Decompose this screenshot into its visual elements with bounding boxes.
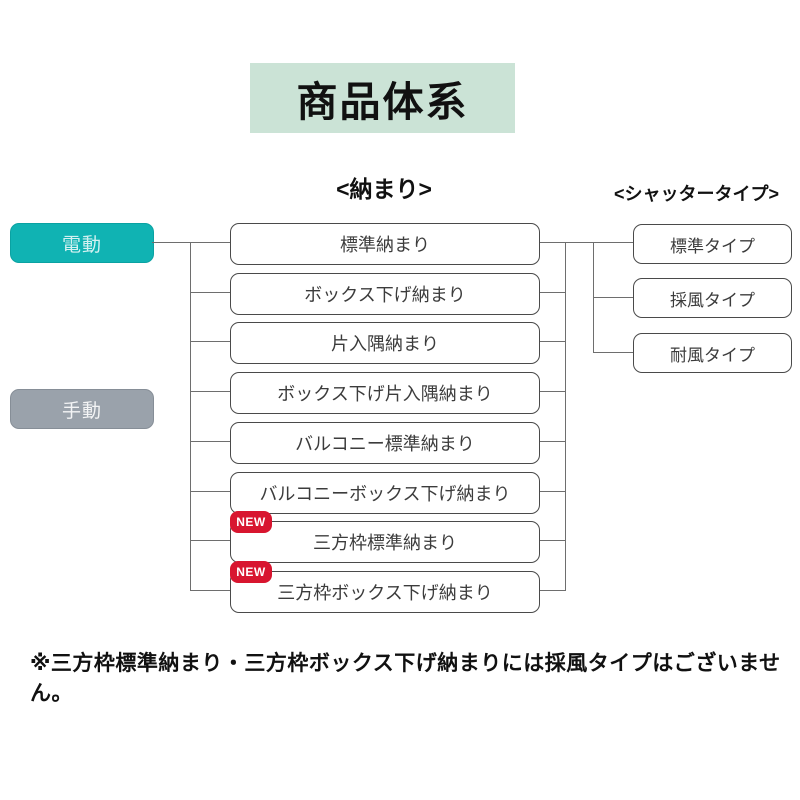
fitting-box-three-side-frame-standard: 三方枠標準納まり [230,521,540,563]
connector-branch [538,341,565,342]
page-title: 商品体系 [250,63,515,133]
connector-to-standard-type [565,242,633,243]
connector-branch [190,590,230,591]
fitting-box-single-inside-corner: 片入隅納まり [230,322,540,364]
fittings-column-header: <納まり> [336,176,432,202]
connector-electric-to-trunk [152,242,190,243]
new-badge: NEW [230,511,272,533]
connector-branch [538,491,565,492]
shutter-type-standard: 標準タイプ [633,224,792,264]
fitting-box-box-lowered: ボックス下げ納まり [230,273,540,315]
connector-branch [190,391,230,392]
fitting-label: バルコニー標準納まり [295,434,475,454]
shutter-type-column-header: <シャッタータイプ> [613,184,780,204]
drive-mode-electric: 電動 [10,223,154,263]
connector-branch [190,242,230,243]
fitting-box-box-lowered-inside-corner: ボックス下げ片入隅納まり [230,372,540,414]
fitting-box-balcony-box-lowered: バルコニーボックス下げ納まり [230,472,540,514]
fitting-label: ボックス下げ片入隅納まり [277,384,493,404]
connector-branch [190,292,230,293]
connector-branch [190,491,230,492]
shutter-type-label: 耐風タイプ [670,345,755,365]
connector-branch [190,540,230,541]
fitting-box-three-side-frame-box-lowered: 三方枠ボックス下げ納まり [230,571,540,613]
fitting-label: 三方枠ボックス下げ納まり [277,583,493,603]
connector-branch [538,590,565,591]
shutter-type-wind-resistant: 耐風タイプ [633,333,792,373]
fitting-label: ボックス下げ納まり [304,285,466,305]
fitting-box-standard: 標準納まり [230,223,540,265]
fitting-label: 三方枠標準納まり [313,533,457,553]
connector-branch [538,292,565,293]
connector-left-trunk [190,242,191,591]
shutter-type-label: 採風タイプ [670,290,755,310]
fitting-label: バルコニーボックス下げ納まり [259,484,511,504]
connector-branch [538,441,565,442]
fitting-label: 片入隅納まり [331,334,439,354]
footnote: ※三方枠標準納まり・三方枠ボックス下げ納まりには採風タイプはございません。 [30,652,781,705]
connector-to-wind-resistant-type [593,352,633,353]
new-badge: NEW [230,561,272,583]
fitting-label: 標準納まり [340,235,430,255]
fitting-box-balcony-standard: バルコニー標準納まり [230,422,540,464]
connector-branch [538,540,565,541]
connector-branch [190,441,230,442]
connector-branch [538,242,565,243]
shutter-type-ventilation: 採風タイプ [633,278,792,318]
connector-middle-trunk [565,242,566,591]
connector-branch [190,341,230,342]
shutter-type-label: 標準タイプ [670,236,755,256]
drive-mode-manual: 手動 [10,389,154,429]
connector-to-ventilation-type [593,297,633,298]
connector-branch [538,391,565,392]
